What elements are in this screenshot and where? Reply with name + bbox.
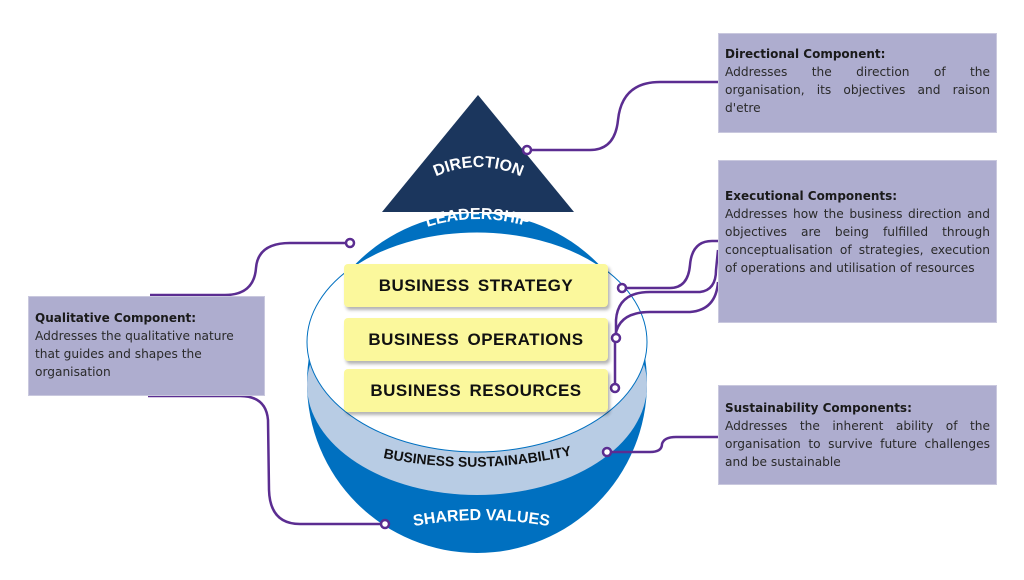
anchor-resources-icon: [609, 382, 621, 394]
sustainability-callout: Sustainability Components: Addresses the…: [718, 385, 997, 485]
callout-body: Addresses the inherent ability of the or…: [725, 419, 990, 469]
callout-title: Executional Components:: [725, 189, 898, 203]
business-operations-box: BUSINESS OPERATIONS: [344, 318, 608, 361]
anchor-strategy-icon: [616, 282, 628, 294]
connector-strategy: [622, 239, 718, 290]
callout-body: Addresses the direction of the organisat…: [725, 65, 990, 115]
callout-title: Qualitative Component:: [35, 311, 197, 325]
connector-shared-values: [148, 394, 385, 526]
connector-sustainability: [607, 435, 718, 454]
connectors: [148, 80, 720, 526]
directional-callout: Directional Component: Addresses the dir…: [718, 33, 997, 133]
anchor-sustainability-icon: [601, 446, 613, 458]
anchor-shared-values-icon: [379, 518, 391, 530]
callout-body: Addresses the qualitative nature that gu…: [35, 329, 234, 379]
anchor-directional-icon: [521, 144, 533, 156]
callout-title: Directional Component:: [725, 47, 886, 61]
business-resources-box: BUSINESS RESOURCES: [344, 369, 608, 412]
connector-directional: [527, 80, 718, 152]
qualitative-callout: Qualitative Component: Addresses the qua…: [28, 296, 265, 396]
business-strategy-box: BUSINESS STRATEGY: [344, 264, 608, 307]
connector-resources: [613, 281, 720, 388]
callout-body: Addresses how the business direction and…: [725, 207, 990, 275]
callout-title: Sustainability Components:: [725, 401, 912, 415]
executional-callout: Executional Components: Addresses how th…: [718, 160, 997, 323]
anchor-leadership-icon: [344, 237, 356, 249]
anchor-operations-icon: [610, 332, 622, 344]
connector-operations: [614, 249, 720, 338]
connector-leadership: [150, 241, 350, 297]
direction-triangle: [382, 95, 574, 212]
